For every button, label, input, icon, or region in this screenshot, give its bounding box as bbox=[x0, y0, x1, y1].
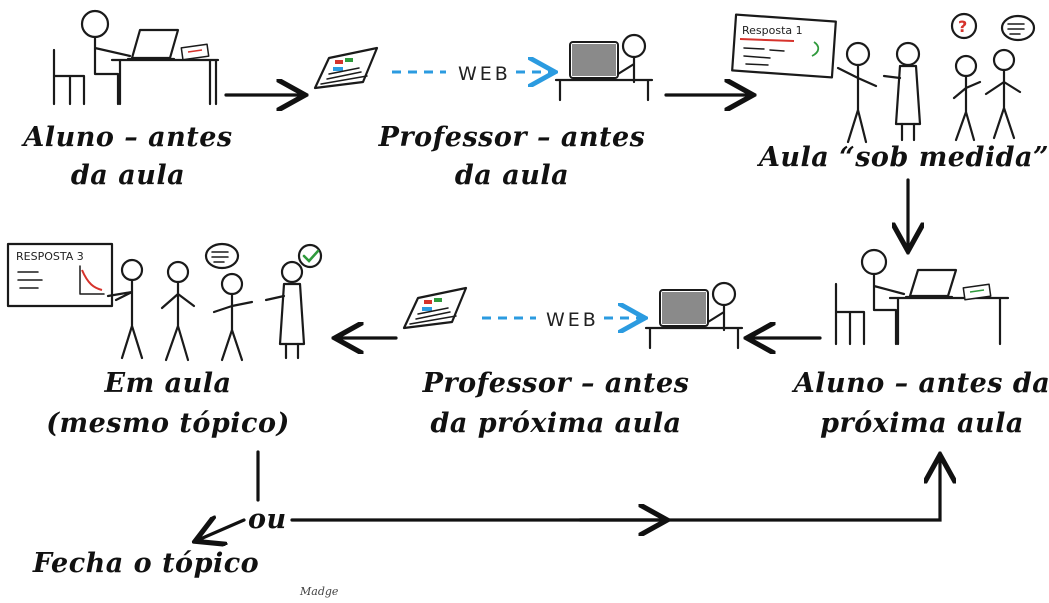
caption-line: Professor – antes bbox=[378, 122, 646, 153]
speech-bubble-icon bbox=[984, 14, 1036, 140]
caption-aula-sob-medida: Aula “sob medida” bbox=[756, 142, 1049, 173]
caption-line: Professor – antes bbox=[422, 368, 690, 399]
check-icon bbox=[297, 243, 323, 269]
student-at-desk-icon bbox=[52, 9, 220, 106]
loop-arrow bbox=[290, 458, 940, 522]
caption-line: próxima aula bbox=[820, 408, 1024, 439]
signature: Madge bbox=[299, 585, 339, 598]
whiteboard-icon: RESPOSTA 3 bbox=[6, 242, 114, 308]
web-label: WEB bbox=[458, 63, 511, 85]
caption-line: da aula bbox=[455, 160, 569, 191]
caption-professor-antes-proxima: Professor – antes da próxima aula bbox=[422, 368, 690, 439]
caption-line: Aluno – antes da bbox=[791, 368, 1049, 399]
whiteboard-icon: Resposta 1 bbox=[731, 13, 837, 79]
caption-professor-antes-aula: Professor – antes da aula bbox=[378, 122, 646, 191]
caption-line: Em aula bbox=[104, 368, 232, 399]
caption-line: da próxima aula bbox=[430, 408, 681, 439]
flow-arrow bbox=[198, 520, 246, 540]
web-label: WEB bbox=[546, 309, 599, 331]
teacher-at-desk-icon bbox=[644, 281, 744, 350]
caption-line: da aula bbox=[71, 160, 185, 191]
caption-aluno-antes-aula: Aluno – antes da aula bbox=[20, 122, 232, 191]
caption-line: Aluno – antes bbox=[20, 122, 232, 153]
or-label: ou bbox=[248, 504, 287, 535]
student-at-desk-icon bbox=[834, 248, 1010, 346]
board-title: Resposta 1 bbox=[742, 24, 803, 37]
laptop-icon bbox=[313, 46, 379, 90]
caption-aluno-antes-proxima: Aluno – antes da próxima aula bbox=[791, 368, 1049, 439]
board-title: RESPOSTA 3 bbox=[16, 250, 84, 263]
caption-line: Aula “sob medida” bbox=[756, 142, 1049, 173]
presenter-figure bbox=[836, 41, 922, 144]
laptop-icon bbox=[402, 286, 468, 330]
teacher-at-desk-icon bbox=[554, 33, 654, 102]
class-figures bbox=[106, 258, 306, 362]
svg-text:?: ? bbox=[958, 17, 967, 36]
caption-em-aula: Em aula (mesmo tópico) bbox=[46, 368, 290, 439]
question-icon: ? bbox=[950, 12, 982, 142]
caption-fecha-topico: Fecha o tópico bbox=[32, 548, 259, 579]
caption-line: (mesmo tópico) bbox=[46, 408, 290, 439]
speech-bubble-icon bbox=[204, 242, 240, 270]
